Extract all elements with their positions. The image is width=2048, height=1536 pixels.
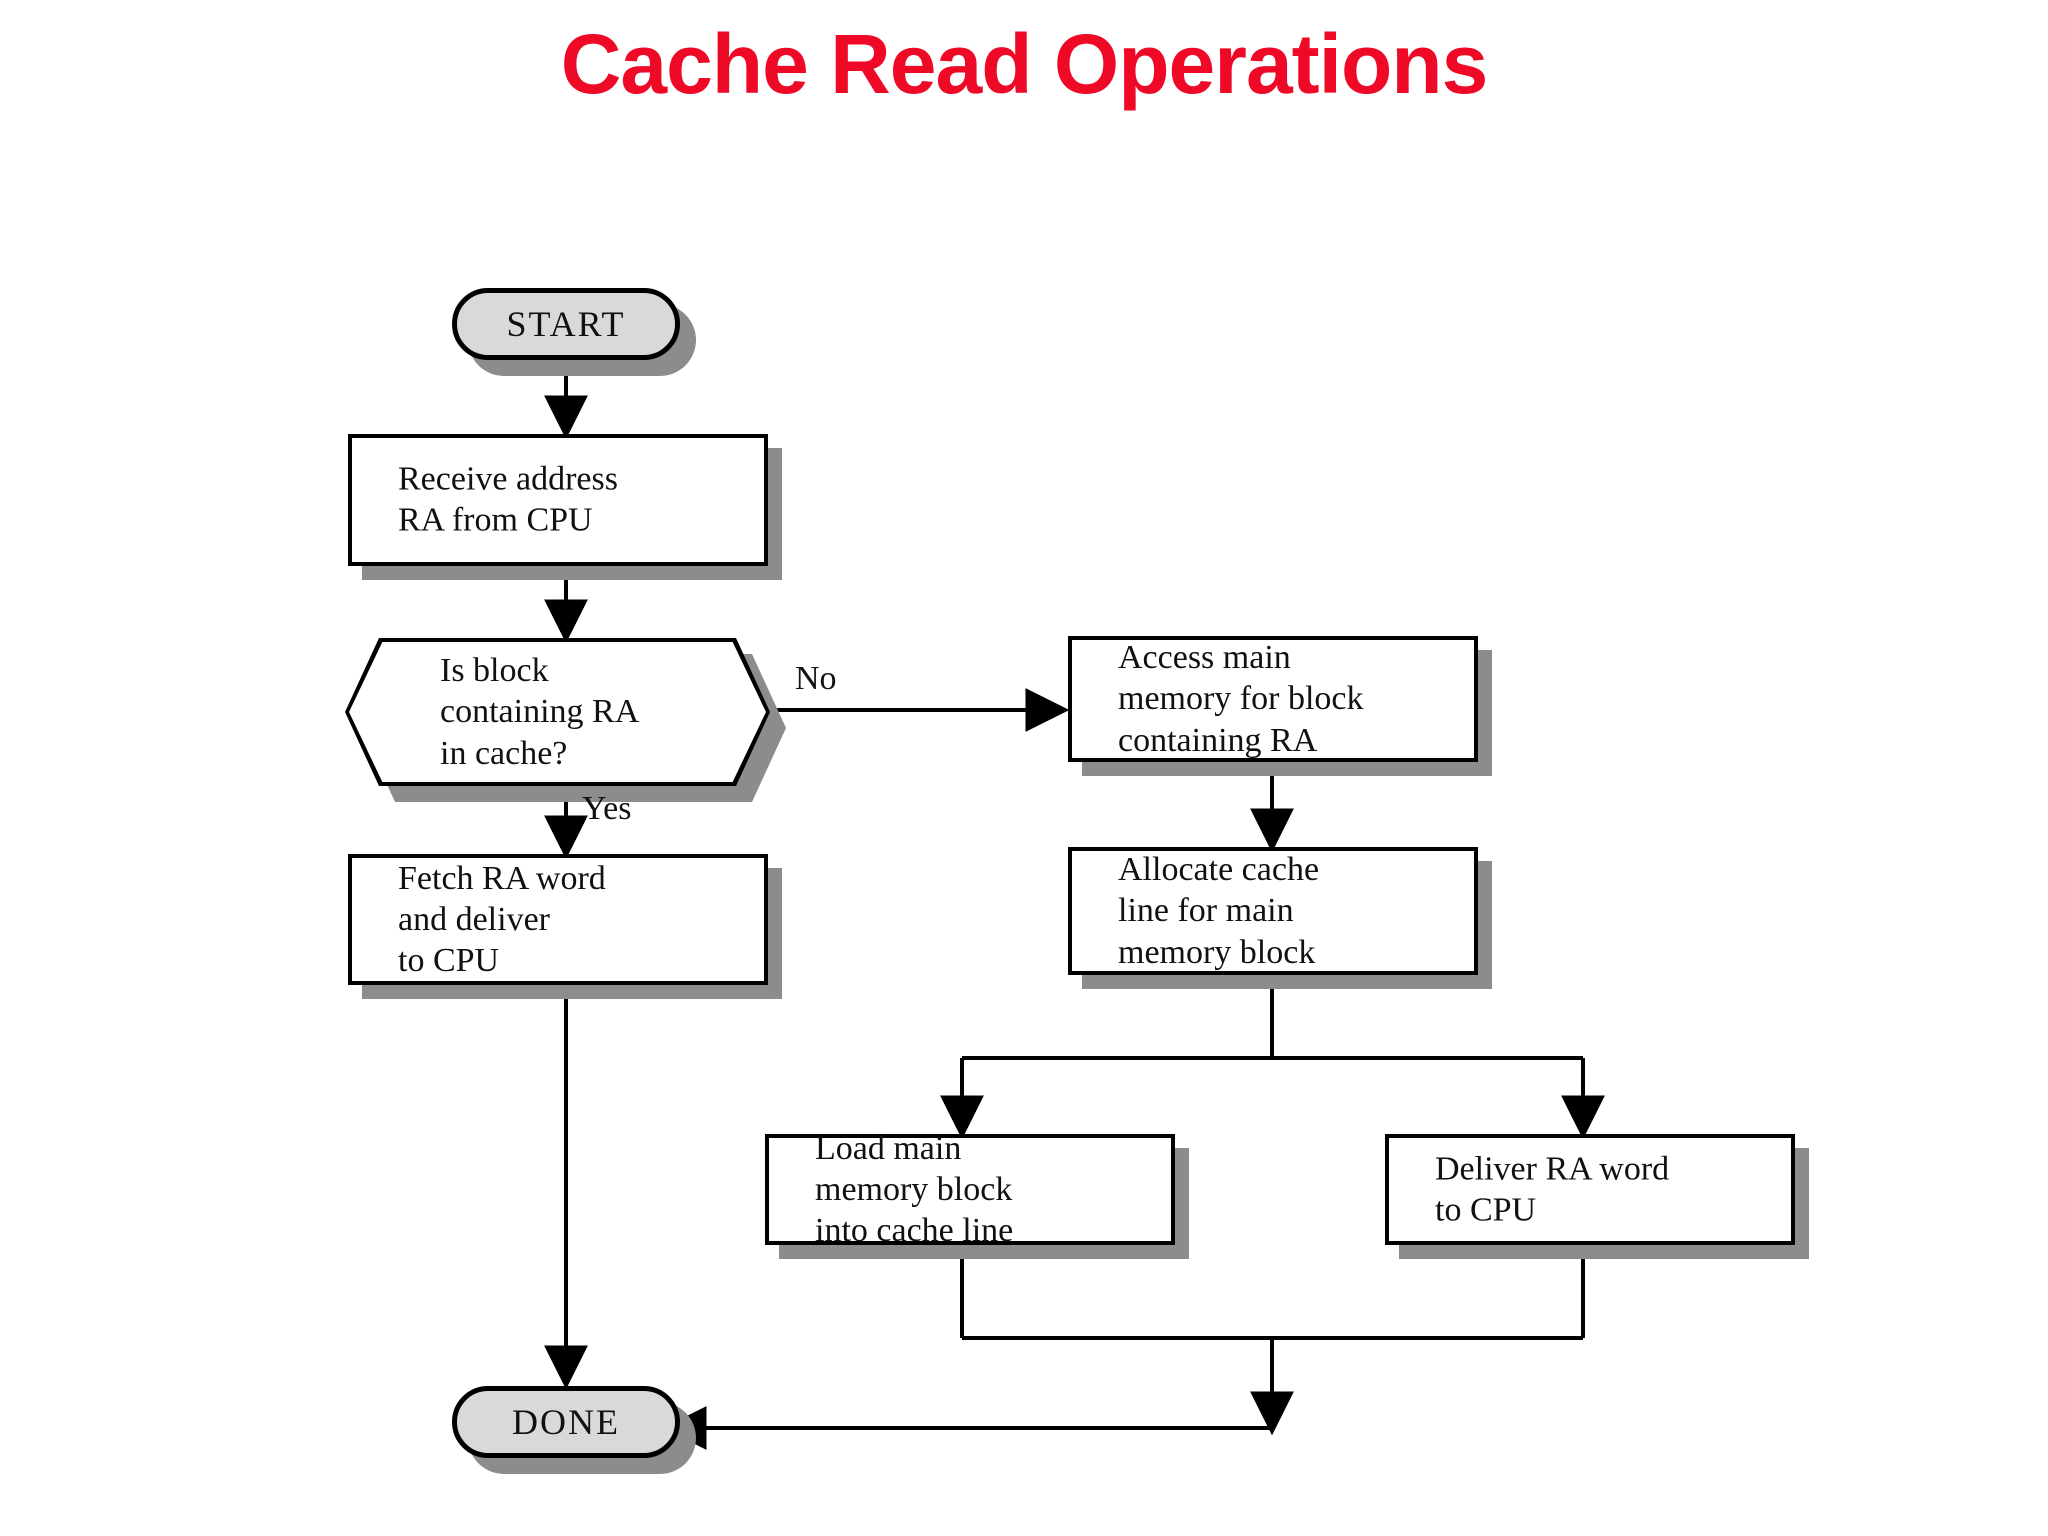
node-load-main-memory-block[interactable]: Load main memory block into cache line [765,1129,1189,1259]
receive-shape: Receive address RA from CPU [348,434,768,566]
start-shape: START [452,288,680,360]
node-decision-label: Is block containing RA in cache? [440,651,640,772]
node-start[interactable]: START [452,288,696,376]
node-receive-address[interactable]: Receive address RA from CPU [348,434,782,580]
node-deliver-label: Deliver RA word to CPU [1435,1150,1670,1229]
decision-shape [349,642,766,782]
deliver-shape: Deliver RA word to CPU [1385,1134,1795,1245]
node-access-main-memory[interactable]: Access main memory for block containing … [1068,636,1492,776]
access-shape: Access main memory for block containing … [1068,636,1478,762]
edge-label-yes: Yes [582,790,632,827]
edge-label-no: No [795,660,837,697]
node-done[interactable]: DONE [452,1386,696,1474]
node-decision-block-in-cache[interactable]: Is block containing RA in cache? [345,638,786,802]
node-load-label: Load main memory block into cache line [815,1129,1014,1250]
node-receive-label: Receive address RA from CPU [398,460,618,539]
node-start-label: START [506,304,626,344]
done-shape: DONE [452,1386,680,1458]
allocate-shape: Allocate cache line for main memory bloc… [1068,847,1478,975]
node-fetch-label: Fetch RA word and deliver to CPU [398,859,606,980]
node-allocate-cache-line[interactable]: Allocate cache line for main memory bloc… [1068,847,1492,989]
node-done-label: DONE [512,1402,620,1442]
page-title: Cache Read Operations [560,17,1489,111]
node-access-label: Access main memory for block containing … [1118,638,1364,759]
node-allocate-label: Allocate cache line for main memory bloc… [1118,850,1320,971]
load-shape: Load main memory block into cache line [765,1129,1175,1249]
node-deliver-ra-word[interactable]: Deliver RA word to CPU [1385,1134,1809,1259]
fetch-shape: Fetch RA word and deliver to CPU [348,854,768,985]
node-fetch-ra-word[interactable]: Fetch RA word and deliver to CPU [348,854,782,999]
